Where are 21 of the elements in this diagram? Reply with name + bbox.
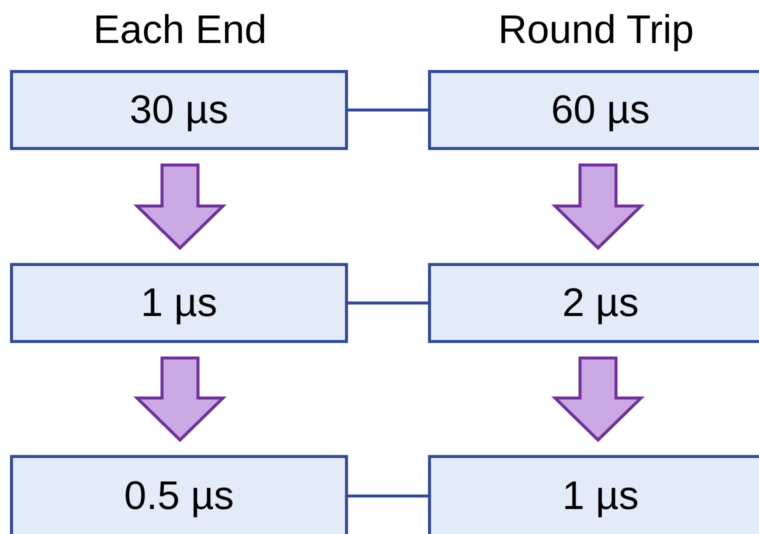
time-value: 60 µs — [551, 88, 650, 132]
value-box — [10, 263, 348, 343]
value-box — [10, 70, 348, 150]
value-box — [428, 455, 759, 534]
block-arrow — [551, 164, 645, 250]
value-box — [428, 70, 759, 150]
connector-line — [348, 302, 428, 304]
time-value: 1 µs — [562, 474, 639, 518]
value-box — [10, 455, 348, 534]
column-heading: Each End — [93, 8, 267, 53]
connector-line — [348, 108, 428, 112]
block-arrow — [551, 356, 645, 442]
time-value: 30 µs — [130, 88, 228, 132]
column-heading: Round Trip — [498, 8, 694, 53]
connector-line — [348, 494, 428, 498]
block-arrow — [133, 164, 227, 250]
block-arrow — [133, 356, 227, 442]
time-value: 1 µs — [140, 280, 218, 326]
value-box — [428, 263, 759, 343]
time-value: 2 µs — [562, 280, 639, 326]
time-value: 0.5 µs — [124, 474, 234, 518]
